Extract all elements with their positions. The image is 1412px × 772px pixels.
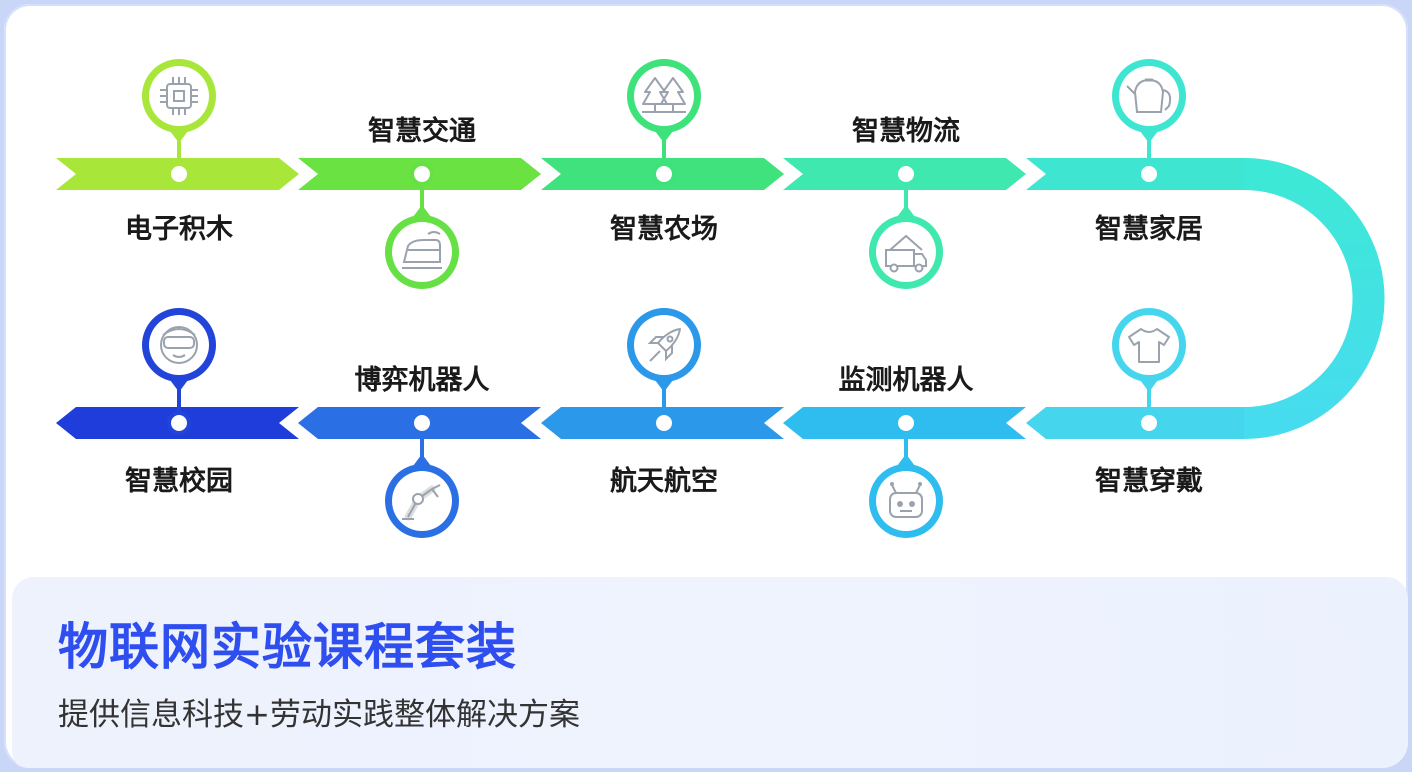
pin-inner <box>1119 66 1179 126</box>
circuit-chip-icon <box>160 77 198 115</box>
delivery-truck-icon <box>885 234 927 273</box>
train-icon <box>402 231 442 269</box>
stage-label: 监测机器人 <box>839 365 974 396</box>
stage-label: 智慧交通 <box>368 115 476 147</box>
band-node-dot <box>1141 166 1157 182</box>
stage-label: 智慧农场 <box>610 214 718 245</box>
band-node-dot <box>1141 415 1157 431</box>
rocket-icon <box>647 328 681 362</box>
pin-inner <box>876 471 936 531</box>
stage-6: 智慧穿戴 <box>1095 308 1203 497</box>
pin-inner <box>634 315 694 375</box>
pin-inner <box>392 222 452 282</box>
band-curve <box>1243 158 1385 439</box>
pin-inner <box>1119 315 1179 375</box>
course-info-panel: 物联网实验课程套装 提供信息科技+劳动实践整体解决方案 <box>12 577 1408 768</box>
arrow-band <box>56 158 1385 439</box>
stage-9: 博弈机器人 <box>355 364 490 538</box>
stage-2: 智慧交通 <box>368 115 476 289</box>
stage-4: 智慧物流 <box>852 116 960 289</box>
course-subtitle: 提供信息科技+劳动实践整体解决方案 <box>58 697 580 733</box>
band-node-dot <box>171 166 187 182</box>
stage-label: 智慧校园 <box>125 465 233 497</box>
band-node-dot <box>898 166 914 182</box>
robot-arm-icon <box>402 484 441 521</box>
tshirt-icon <box>1128 328 1170 363</box>
stage-label: 智慧物流 <box>852 116 960 147</box>
stage-label: 博弈机器人 <box>355 364 490 396</box>
card: 电子积木 智慧交通智慧农场 智慧物流智慧家居智慧穿戴 监测机器人航天航空 博弈机器人智慧… <box>4 4 1408 768</box>
pin-inner <box>634 66 694 126</box>
band-node-dot <box>171 415 187 431</box>
stage-3: 智慧农场 <box>610 59 718 245</box>
trees-icon <box>642 77 686 113</box>
pin-inner <box>149 66 209 126</box>
stage-label: 智慧家居 <box>1095 213 1203 245</box>
band-segment <box>1026 158 1244 190</box>
pin-inner <box>149 315 209 375</box>
band-node-dot <box>656 415 672 431</box>
stage-5: 智慧家居 <box>1095 59 1203 245</box>
band-node-dot <box>414 415 430 431</box>
robot-head-icon <box>889 482 923 518</box>
stage-10: 智慧校园 <box>125 308 233 497</box>
course-title: 物联网实验课程套装 <box>58 618 517 676</box>
stage-8: 航天航空 <box>610 308 718 497</box>
vr-headset-student-icon <box>160 326 198 364</box>
kettle-icon <box>1126 78 1172 113</box>
stage-1: 电子积木 <box>125 59 233 245</box>
band-segment <box>1026 407 1244 439</box>
band-node-dot <box>414 166 430 182</box>
stage-label: 智慧穿戴 <box>1095 465 1203 497</box>
stage-label: 航天航空 <box>610 465 718 497</box>
stage-7: 监测机器人 <box>839 365 974 538</box>
band-node-dot <box>898 415 914 431</box>
stage-label: 电子积木 <box>125 214 233 245</box>
band-node-dot <box>656 166 672 182</box>
